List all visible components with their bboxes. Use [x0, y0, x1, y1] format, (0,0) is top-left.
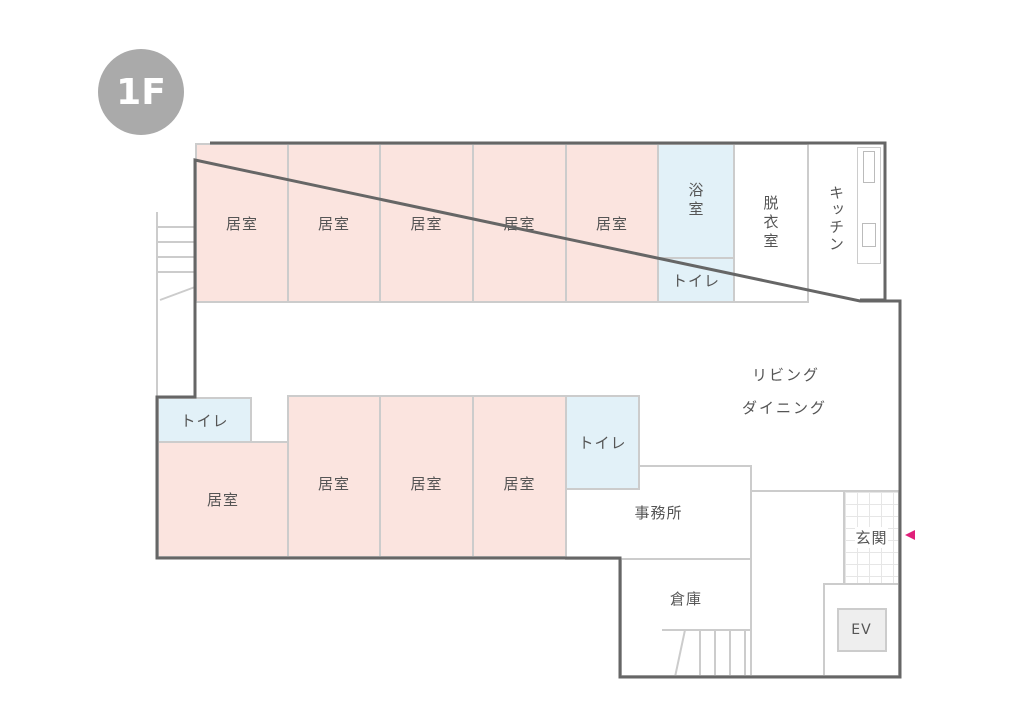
room-toilet-bottom: トイレ — [565, 395, 640, 490]
room-living-dining-2: ダイニング — [742, 399, 828, 417]
floor-badge: 1F — [98, 49, 184, 135]
room-living-2: 居室 — [287, 143, 381, 303]
room-dressing: 脱衣室 — [733, 143, 809, 303]
room-toilet-top: トイレ — [657, 257, 735, 303]
room-entrance: 玄関 — [843, 490, 900, 585]
entrance-marker-icon — [905, 530, 915, 540]
room-toilet-left: トイレ — [157, 397, 252, 443]
room-living-8: 居室 — [379, 395, 474, 558]
room-living-7: 居室 — [287, 395, 381, 558]
stairs-left — [156, 212, 196, 397]
stairs-bottom — [662, 629, 750, 678]
room-kitchen: キッチン — [827, 185, 845, 253]
elevator: EV — [836, 608, 887, 652]
sink-icon — [862, 223, 876, 247]
entrance-label: 玄関 — [855, 527, 888, 548]
room-bath: 浴室 — [657, 143, 735, 259]
room-living-dining-1: リビング — [752, 366, 821, 384]
stove-icon — [863, 151, 875, 183]
kitchen-counter — [857, 147, 881, 264]
elevator-shaft: EV — [823, 583, 900, 677]
outer-wall — [210, 141, 887, 302]
